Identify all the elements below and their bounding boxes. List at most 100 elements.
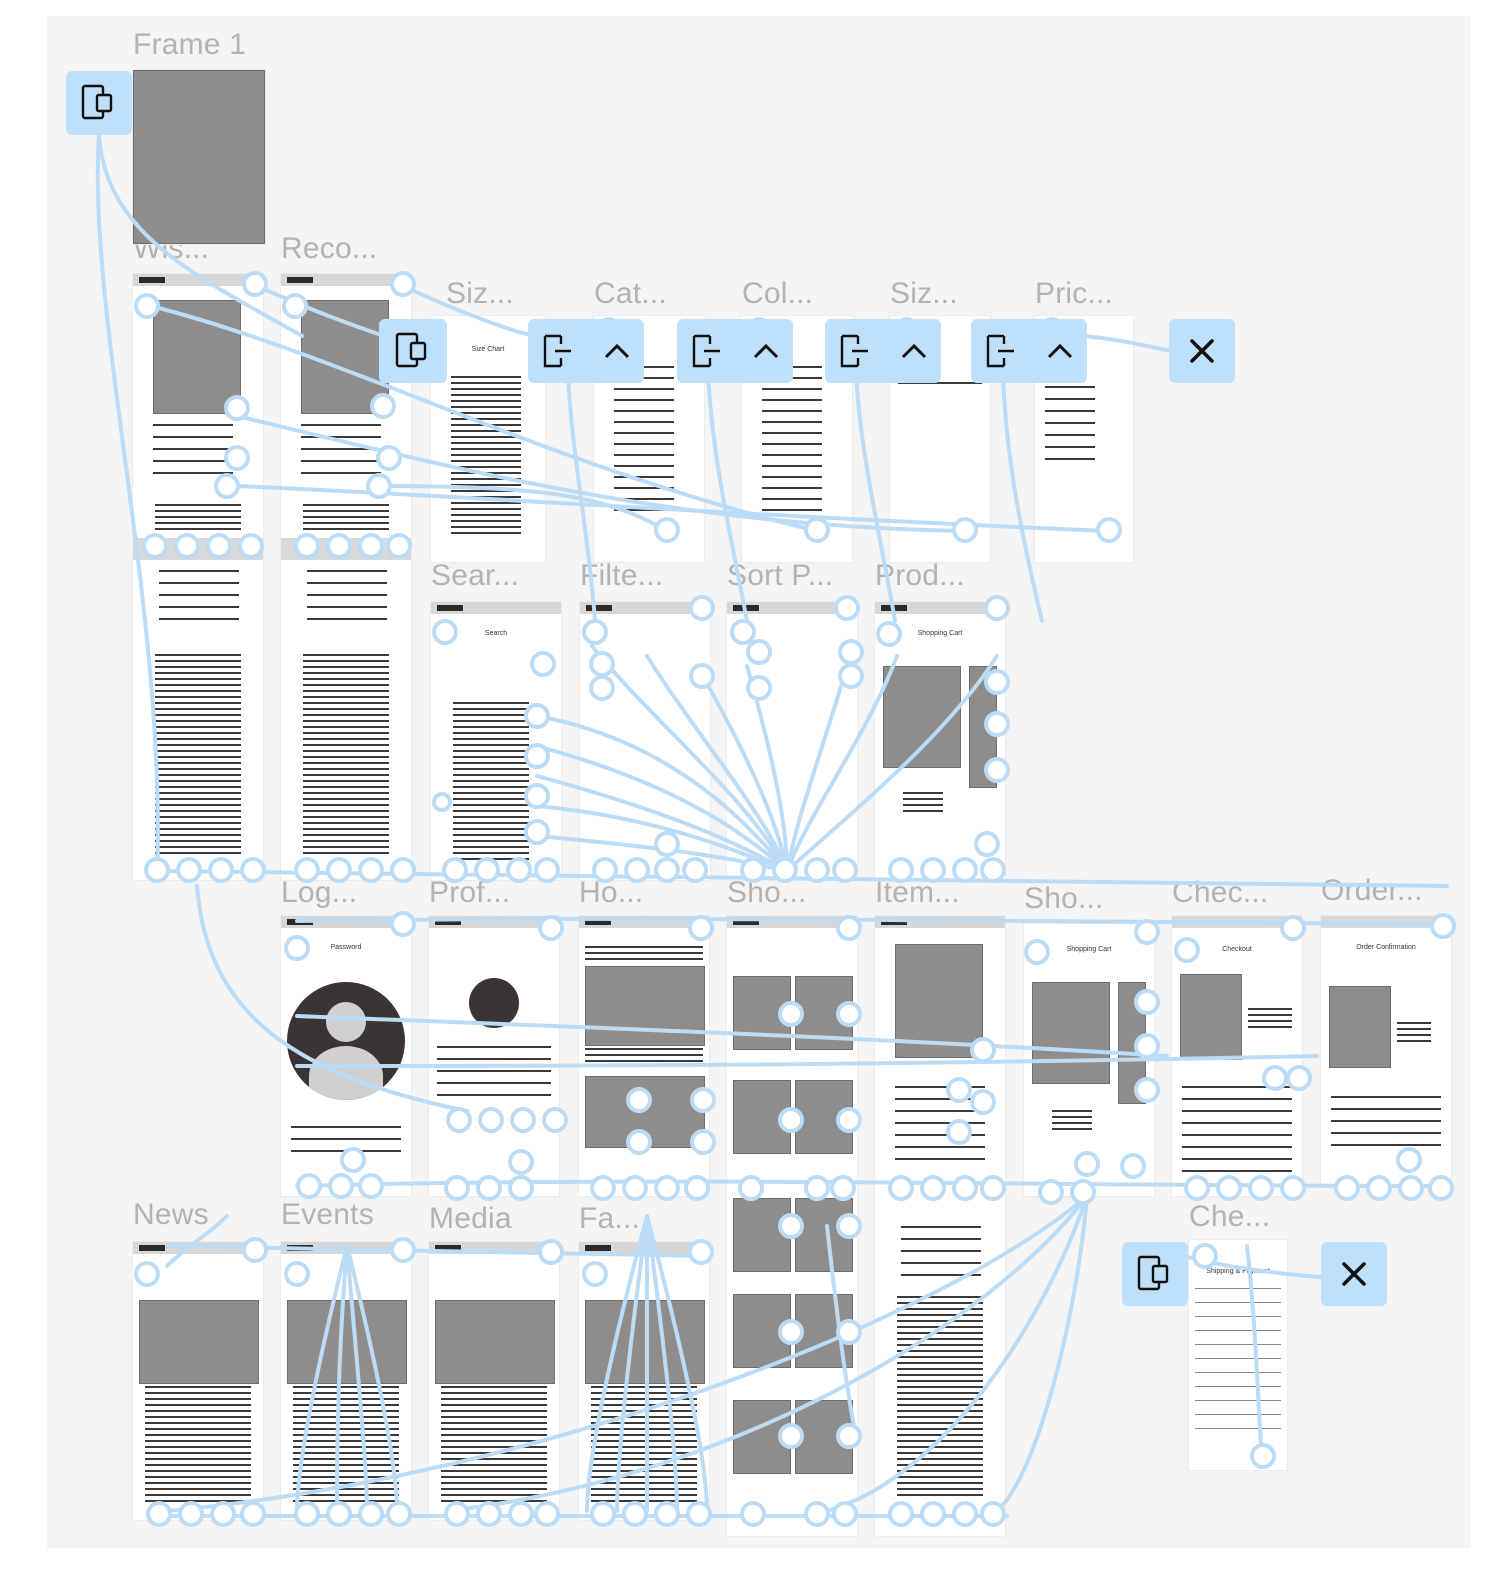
overlay-tool-3[interactable] [825,319,941,383]
frame-topbar [281,916,411,928]
form-fields [1195,1288,1281,1438]
close-tool-1[interactable] [1169,319,1235,383]
device-frame-icon [395,332,427,368]
frame-label-product[interactable]: Prod... [875,559,965,592]
frame-thumbnail-media[interactable] [429,1242,559,1520]
frame-label-search[interactable]: Sear... [431,559,520,592]
image-placeholder [287,1300,407,1384]
image-placeholder [895,944,983,1058]
article-text [293,1386,399,1506]
rating-bars [159,570,239,630]
frame-thumbnail-frame-1[interactable] [133,70,265,244]
frame-topbar [431,602,561,614]
frame-label-events[interactable]: Events [281,1198,374,1231]
frame-thumbnail-filter[interactable] [580,602,710,880]
overlay-tool-2[interactable] [677,319,793,383]
frame-thumbnail-faq[interactable] [579,1242,709,1520]
review-list [155,654,241,854]
prototype-canvas[interactable]: Frame 1 Wis... Reco... Siz... Cat... Col… [47,16,1471,1548]
frame-label-shipping[interactable]: Che... [1189,1200,1271,1233]
chevron-up-icon [753,343,778,359]
overlay-tool-1[interactable] [528,319,644,383]
frame-thumbnail-shop[interactable] [727,916,857,1536]
close-icon [1190,339,1214,363]
frame-thumbnail-order[interactable]: Order Confirmation [1321,916,1451,1186]
frame-label-media[interactable]: Media [429,1202,512,1235]
frame-topbar [1321,916,1451,928]
frame-thumbnail-shipping[interactable]: Shipping & Payment [1189,1240,1287,1470]
device-tool-2[interactable] [379,319,447,383]
order-summary [1182,1086,1292,1176]
frame-label-sort[interactable]: Sort P... [727,559,834,592]
rating-bars [307,570,387,630]
frame-label-faq[interactable]: Fa... [579,1202,641,1235]
frame-thumbnail-product[interactable]: Shopping Cart [875,602,1005,880]
image-placeholder [1329,986,1391,1068]
frame-label-checkout[interactable]: Chec... [1172,876,1269,909]
frame-topbar [133,274,263,286]
frame-label-shop[interactable]: Sho... [727,876,807,909]
frame-thumbnail-home[interactable] [579,916,709,1196]
frame-thumbnail-events[interactable] [281,1242,411,1520]
image-placeholder [153,300,241,414]
product-image-placeholder [733,976,791,1050]
frame-label-category[interactable]: Cat... [594,277,667,310]
chevron-up-icon [604,343,629,359]
logo-placeholder [733,919,759,925]
profile-details [437,1046,551,1096]
frame-label-price[interactable]: Pric... [1035,277,1114,310]
frame-title: Order Confirmation [1356,944,1416,951]
frame-thumbnail-login[interactable]: Password [281,916,411,1196]
overlay-tool-4[interactable] [971,319,1087,383]
image-placeholder [969,666,997,788]
text-placeholder [1052,1110,1092,1130]
device-tool-1[interactable] [66,71,132,135]
frame-thumbnail-news[interactable] [133,1242,263,1520]
frame-label-size-chart[interactable]: Siz... [446,277,514,310]
frame-thumbnail-search[interactable]: Search [431,602,561,880]
frame-topbar [579,916,709,928]
overlay-anchor-icon [986,334,1014,368]
frame-label-login[interactable]: Log... [281,876,358,909]
frame-label-filter[interactable]: Filte... [580,559,664,592]
frame-label-color[interactable]: Col... [742,277,814,310]
article-text [591,1386,697,1506]
frame-topbar [875,602,1005,614]
logo-placeholder [435,919,461,925]
text-placeholder [585,1048,703,1066]
frame-label-recommendations[interactable]: Reco... [281,232,378,265]
overlay-anchor-icon [840,334,868,368]
logo-placeholder [139,1245,165,1251]
text-placeholder [895,1086,985,1166]
logo-placeholder [287,277,313,283]
frame-label-shopping-cart[interactable]: Sho... [1024,882,1104,915]
product-image-placeholder [795,1294,853,1368]
frame-thumbnail-item[interactable] [875,916,1005,1536]
frame-thumbnail-sort[interactable] [727,602,857,880]
text-placeholder [585,946,703,960]
frame-topbar [1172,916,1302,928]
frame-label-profile[interactable]: Prof... [429,876,511,909]
frame-thumbnail-wishlist[interactable] [133,274,263,880]
frame-topbar [580,602,710,614]
frame-thumbnail-shopping-cart[interactable]: Shopping Cart [1024,924,1154,1196]
frame-label-size[interactable]: Siz... [890,277,958,310]
device-tool-3[interactable] [1122,1242,1188,1306]
text-placeholder [155,504,241,532]
form-fields [291,1126,401,1156]
frame-label-news[interactable]: News [133,1198,209,1231]
frame-label-item[interactable]: Item... [875,876,960,909]
option-list [614,366,674,516]
product-image-placeholder [795,1400,853,1474]
close-tool-2[interactable] [1321,1242,1387,1306]
frame-label-home[interactable]: Ho... [579,876,644,909]
overlay-anchor-icon [692,334,720,368]
frame-label-frame-1[interactable]: Frame 1 [133,28,247,61]
frame-thumbnail-profile[interactable] [429,916,559,1196]
article-text [441,1386,547,1506]
image-placeholder [139,1300,259,1384]
avatar-placeholder [287,982,405,1100]
divider-bar [133,538,263,560]
frame-thumbnail-checkout[interactable]: Checkout [1172,916,1302,1196]
frame-label-order[interactable]: Order... [1321,874,1423,907]
